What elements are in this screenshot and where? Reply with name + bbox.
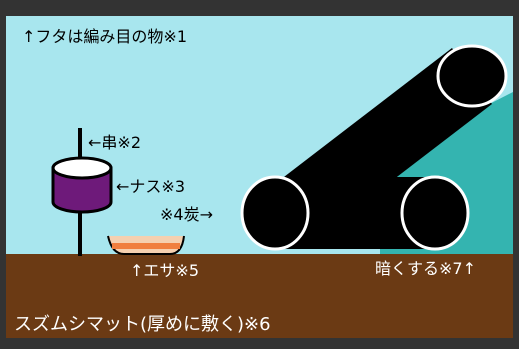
soil-layer [6, 254, 513, 338]
bait-label: ↑エサ※5 [130, 261, 199, 280]
eggplant-slice [51, 156, 113, 214]
lid-note-label: ↑フタは編み目の物※1 [22, 27, 187, 46]
charcoal-lower [240, 175, 470, 251]
dark-label: 暗くする※7↑ [375, 259, 476, 278]
mat-label: スズムシマット(厚めに敷く)※6 [14, 314, 271, 335]
charcoal-label: ※4炭→ [160, 205, 213, 224]
bait-dish [107, 235, 185, 255]
skewer-label: ←串※2 [88, 133, 141, 152]
eggplant-label: ←ナス※3 [116, 177, 185, 196]
